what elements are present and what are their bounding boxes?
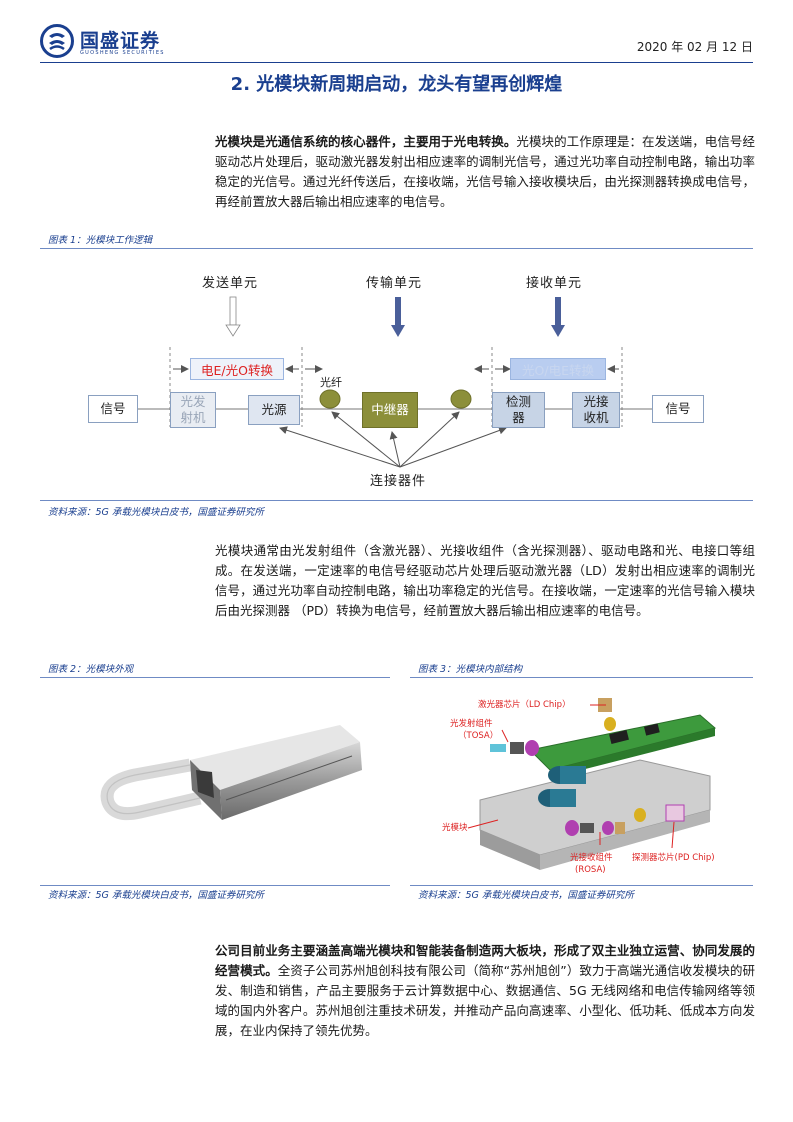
tosa-label-line2: （TOSA） (458, 730, 498, 741)
detector-label-line1: 检测 (505, 394, 531, 409)
light-source-box: 光源 (248, 395, 300, 425)
figure1-label: 图表 1：光模块工作逻辑 (48, 235, 153, 246)
module-exterior-image (40, 680, 390, 885)
rosa-label-line1: 光接收组件 (570, 852, 613, 863)
paragraph-business-lead: 公司目前业务主要涵盖高端光模块和智能装备制造两大板块，形成了双主业独立运营、协同… (215, 943, 755, 978)
tx-unit-label: 发送单元 (202, 276, 259, 291)
receiver-label-line2: 收机 (583, 410, 609, 425)
module-internal-structure-image: 激光器芯片（LD Chip） 光发射组件 （TOSA） 光模块 光接收组件 (R… (410, 680, 753, 885)
company-name-en: GUOSHENG SECURITIES (80, 50, 165, 56)
detector-label-line2: 器 (512, 410, 525, 425)
repeater-label: 中继器 (371, 402, 409, 417)
transmission-unit-label: 传输单元 (366, 276, 423, 291)
tosa-label-line1: 光发射组件 (450, 718, 493, 729)
receiver-box: 光接 收机 (572, 392, 620, 428)
page-header: 国盛证券 GUOSHENG SECURITIES 2020 年 02 月 12 … (40, 22, 753, 62)
repeater-box: 中继器 (362, 392, 418, 428)
section-title: 2. 光模块新周期启动，龙头有望再创辉煌 (230, 74, 563, 95)
rosa-label-line2: (ROSA) (575, 865, 606, 875)
fiber-connector-left (319, 389, 341, 409)
figure3-source: 资料来源：5G 承载光模块白皮书，国盛证券研究所 (418, 890, 634, 901)
tx-unit-arrow (225, 296, 241, 337)
signal-input-box: 信号 (88, 395, 138, 423)
paragraph-composition-body: 光模块通常由光发射组件（含激光器）、光接收组件（含光探测器）、驱动电路和光、电接… (215, 543, 755, 618)
transmitter-label-line2: 射机 (180, 410, 206, 425)
paragraph-intro: 光模块是光通信系统的核心器件，主要用于光电转换。光模块的工作原理是：在发送端，电… (215, 132, 755, 212)
transmitter-box: 光发 射机 (170, 392, 216, 428)
signal-output-label: 信号 (665, 401, 691, 416)
paragraph-intro-body: 光模块的工作原理是：在发送端，电信号经驱动芯片处理后，驱动激光器发射出相应速率的… (215, 134, 755, 209)
signal-input-label: 信号 (100, 401, 126, 416)
figure2-label: 图表 2：光模块外观 (48, 664, 134, 675)
figure1-top-rule (40, 248, 753, 249)
connector-label: 连接器件 (370, 474, 427, 489)
figure2-bottom-rule (40, 885, 390, 886)
guosheng-logo-icon (40, 24, 74, 58)
paragraph-intro-lead: 光模块是光通信系统的核心器件，主要用于光电转换。 (215, 134, 517, 149)
ld-chip-label: 激光器芯片（LD Chip） (478, 699, 571, 710)
pd-chip-label: 探测器芯片(PD Chip) (632, 852, 715, 863)
figure2-top-rule (40, 677, 390, 678)
header-divider (40, 62, 753, 63)
internal-structure-illustration: 激光器芯片（LD Chip） 光发射组件 （TOSA） 光模块 光接收组件 (R… (442, 698, 717, 875)
module-label: 光模块 (442, 822, 468, 833)
rx-unit-arrow (551, 297, 565, 337)
transmission-unit-arrow (391, 297, 405, 337)
eo-conversion-label: 电E/光O转换 (190, 358, 284, 380)
fiber-connector-right (450, 389, 472, 409)
light-source-label: 光源 (261, 402, 287, 417)
diagram-connectors (138, 296, 652, 468)
company-name: 国盛证券 (80, 30, 161, 52)
signal-output-box: 信号 (652, 395, 704, 423)
optical-module-photo (100, 725, 362, 821)
figure3-bottom-rule (410, 885, 753, 886)
paragraph-composition: 光模块通常由光发射组件（含激光器）、光接收组件（含光探测器）、驱动电路和光、电接… (215, 541, 755, 621)
rx-unit-label: 接收单元 (526, 276, 583, 291)
oe-conversion-label: 光O/电E转换 (510, 358, 606, 380)
figure3-top-rule (410, 677, 753, 678)
paragraph-business: 公司目前业务主要涵盖高端光模块和智能装备制造两大板块，形成了双主业独立运营、协同… (215, 941, 755, 1041)
report-date: 2020 年 02 月 12 日 (636, 40, 753, 54)
figure1-source: 资料来源：5G 承载光模块白皮书，国盛证券研究所 (48, 507, 264, 518)
figure1-bottom-rule (40, 500, 753, 501)
receiver-label-line1: 光接 (583, 394, 609, 409)
paragraph-business-body: 全资子公司苏州旭创科技有限公司（简称“苏州旭创”）致力于高端光通信收发模块的研发… (215, 963, 755, 1038)
figure1-diagram: 发送单元 传输单元 接收单元 电E/光O转换 光O/电E转换 光纤 信号 光发 … (40, 252, 753, 500)
company-logo: 国盛证券 GUOSHENG SECURITIES (40, 22, 200, 62)
detector-box: 检测 器 (492, 392, 545, 428)
fiber-label: 光纤 (320, 376, 342, 389)
figure3-label: 图表 3：光模块内部结构 (418, 664, 523, 675)
figure2-source: 资料来源：5G 承载光模块白皮书，国盛证券研究所 (48, 890, 264, 901)
transmitter-label-line1: 光发 (180, 394, 206, 409)
